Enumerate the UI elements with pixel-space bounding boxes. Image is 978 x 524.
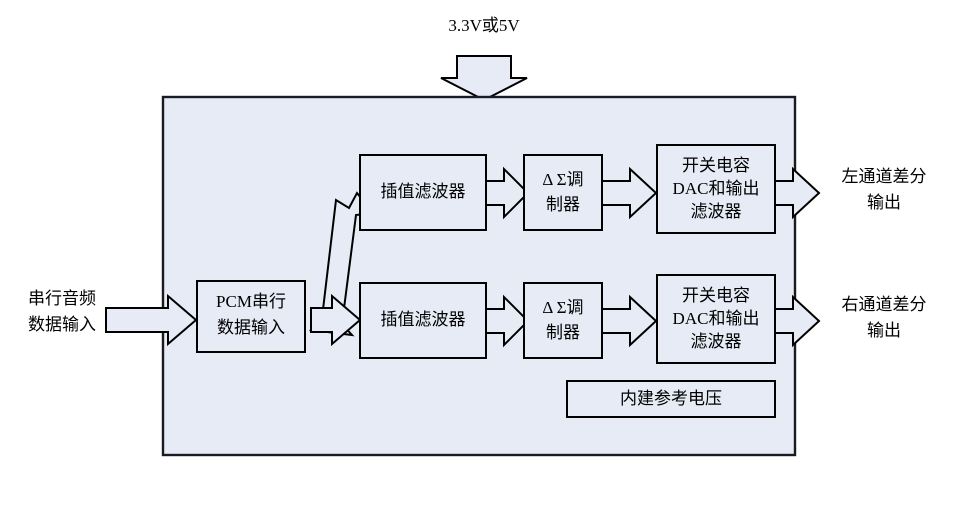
serial-input-arrow-icon [105, 293, 198, 347]
left-channel-output-label-line2: 输出 [867, 193, 901, 212]
right-channel-output-label-line1: 右通道差分 [842, 295, 927, 314]
right-channel-output-arrow-icon [774, 294, 821, 348]
right-modulator-to-dac-arrow-icon [601, 294, 658, 348]
pcm-to-right-interp-arrow-icon [310, 293, 362, 347]
right-channel-dac-label-line1: 开关电容 [682, 286, 750, 305]
left-channel-dac-block [656, 144, 776, 234]
left-channel-interp-filter-label: 插值滤波器 [381, 182, 466, 201]
right-interp-to-modulator-arrow-icon [485, 294, 530, 348]
left-channel-dac-label-line1: 开关电容 [682, 156, 750, 175]
right-channel-dac-label-line3: 滤波器 [691, 332, 742, 351]
right-channel-dac-block [656, 274, 776, 364]
right-channel-modulator-label-line1: Δ Σ调 [542, 298, 583, 317]
internal-reference-voltage-label: 内建参考电压 [620, 389, 722, 408]
left-channel-dac-label-line3: 滤波器 [691, 202, 742, 221]
down-arrow-icon [440, 55, 528, 102]
pcm-serial-input-block [196, 280, 306, 353]
serial-audio-input-label-line1: 串行音频 [28, 289, 96, 308]
left-channel-modulator-label-line2: 制器 [546, 195, 580, 214]
left-channel-output-arrow-icon [774, 166, 821, 220]
right-channel-modulator-label-line2: 制器 [546, 323, 580, 342]
left-channel-modulator-block [523, 154, 603, 231]
right-channel-modulator-block [523, 282, 603, 359]
left-modulator-to-dac-arrow-icon [601, 166, 658, 220]
left-channel-interp-filter-block [359, 154, 487, 231]
left-channel-modulator-label-line1: Δ Σ调 [542, 170, 583, 189]
left-channel-output-label-line1: 左通道差分 [842, 167, 927, 186]
pcm-block-label-line2: 数据输入 [217, 318, 285, 337]
supply-voltage-label: 3.3V或5V [448, 16, 520, 35]
right-channel-interp-filter-block [359, 282, 487, 359]
right-channel-interp-filter-label: 插值滤波器 [381, 310, 466, 329]
internal-reference-voltage-block [566, 380, 776, 418]
pcm-block-label-line1: PCM串行 [216, 292, 286, 311]
serial-audio-input-label-line2: 数据输入 [28, 315, 96, 334]
left-interp-to-modulator-arrow-icon [485, 166, 530, 220]
right-channel-output-label-line2: 输出 [867, 321, 901, 340]
right-channel-dac-label-line2: DAC和输出 [673, 309, 760, 328]
left-channel-dac-label-line2: DAC和输出 [673, 179, 760, 198]
